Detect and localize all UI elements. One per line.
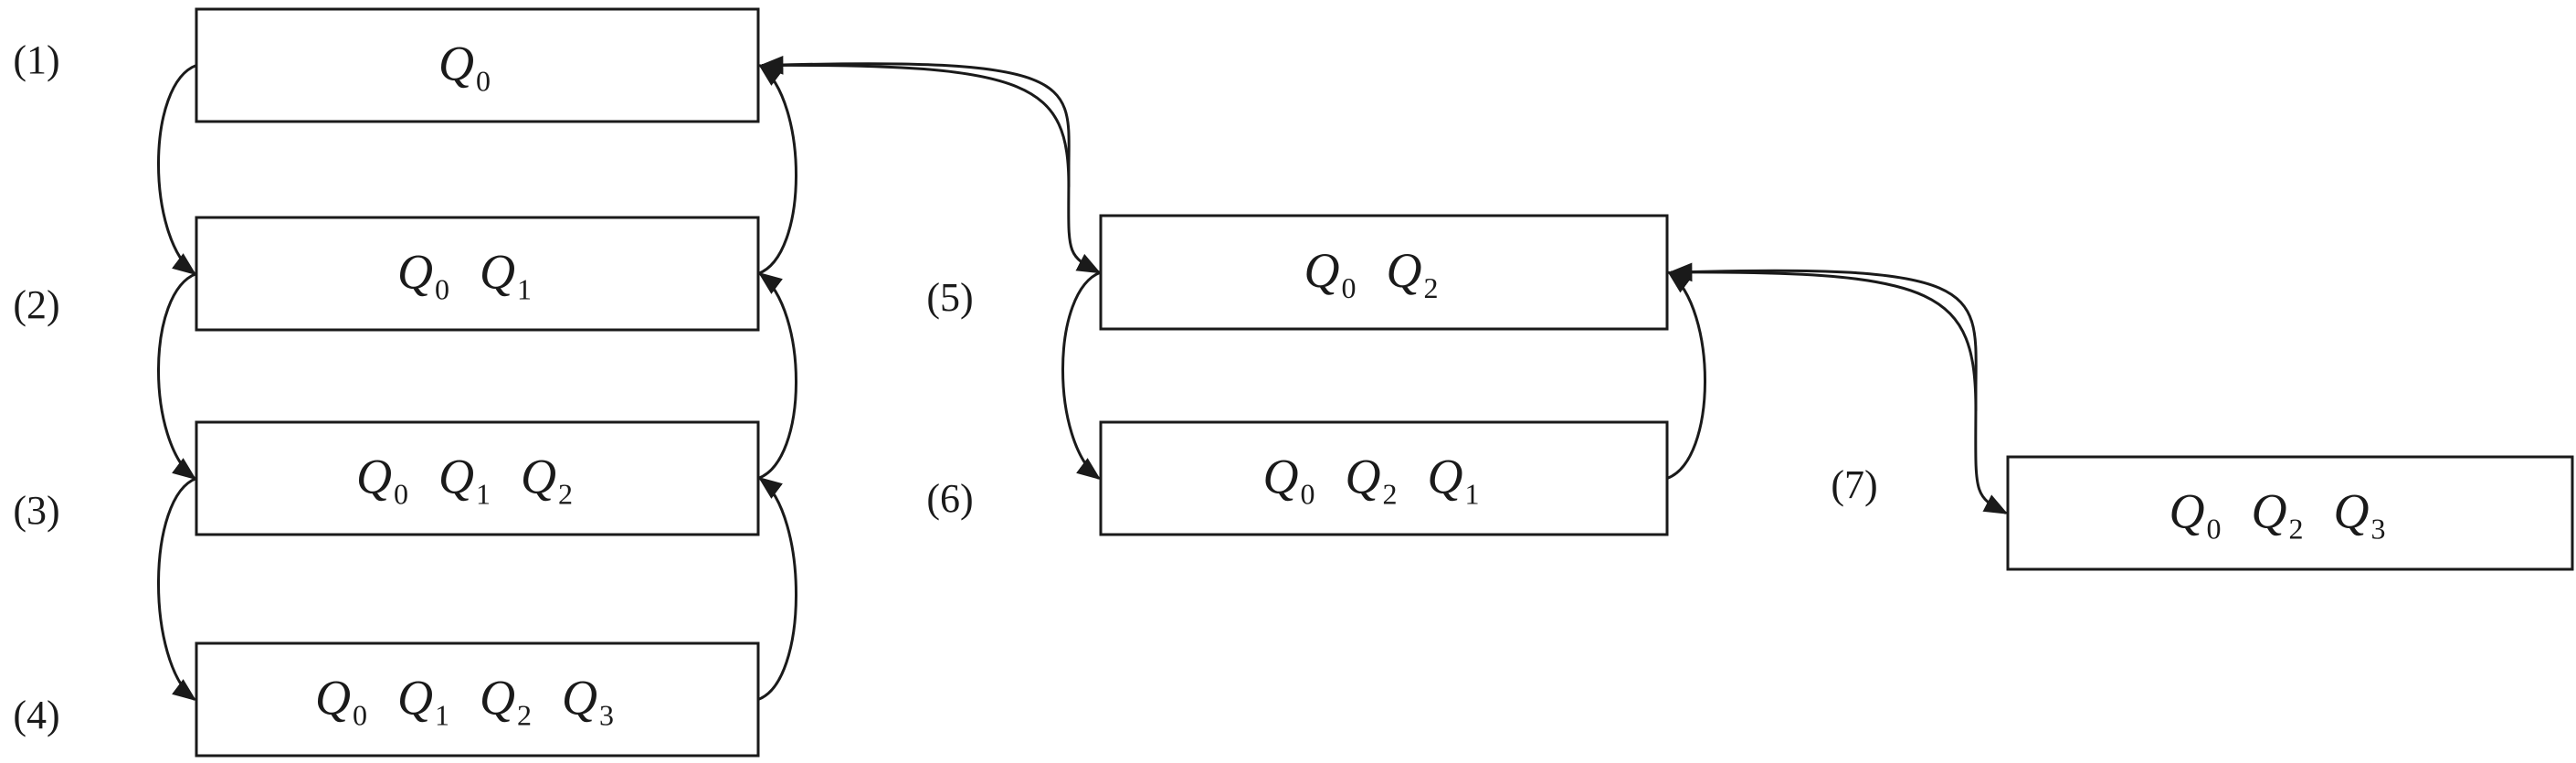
state-label-3: (3)	[13, 488, 59, 533]
state-label-4: (4)	[13, 693, 59, 737]
state-box-6	[1099, 420, 1669, 536]
edge-5-to-7	[1675, 269, 2009, 514]
queue-subscript: 2	[2289, 513, 2304, 546]
queue-item: Q0	[438, 37, 491, 98]
edge-1-to-2	[157, 64, 197, 276]
queue-item: Q1	[480, 245, 532, 306]
state-box-7	[2006, 455, 2574, 571]
queue-symbol: Q	[2252, 484, 2287, 539]
queue-subscript: 2	[1383, 478, 1398, 511]
queue-symbol: Q	[438, 450, 474, 504]
queue-symbol: Q	[521, 450, 556, 504]
queue-subscript: 1	[476, 478, 491, 511]
queue-subscript: 0	[1342, 271, 1357, 304]
queue-symbol: Q	[1346, 450, 1381, 504]
queue-subscript: 1	[435, 699, 449, 732]
queue-symbol: Q	[315, 671, 351, 726]
queue-symbol: Q	[1304, 243, 1340, 298]
edge-2-to-3	[157, 272, 197, 481]
edge-5-to-1	[759, 55, 1071, 187]
queue-subscript: 0	[476, 65, 491, 98]
queue-item: Q2	[521, 450, 573, 511]
queue-symbol: Q	[562, 671, 597, 726]
queue-symbol: Q	[2334, 484, 2370, 539]
queue-symbol: Q	[438, 37, 474, 91]
queue-item: Q3	[562, 671, 614, 732]
state-label-2: (2)	[13, 282, 59, 327]
queue-subscript: 0	[394, 478, 408, 511]
state-label-7: (7)	[1831, 462, 1877, 507]
state-node-1: (1) Q0	[13, 7, 760, 123]
queue-subscript: 0	[2207, 513, 2222, 546]
state-box-5	[1099, 214, 1669, 331]
queue-symbol: Q	[1387, 243, 1422, 298]
state-label-6: (6)	[926, 476, 973, 521]
queue-subscript: 0	[435, 273, 449, 306]
queue-item: Q3	[2334, 484, 2386, 546]
queue-subscript: 0	[1301, 478, 1315, 511]
queue-symbol: Q	[480, 671, 515, 726]
queue-symbol: Q	[356, 450, 392, 504]
queue-symbol: Q	[2170, 484, 2205, 539]
state-box-4	[195, 641, 760, 758]
state-box-2	[195, 216, 760, 332]
queue-subscript: 0	[353, 699, 367, 732]
state-box-1	[195, 7, 760, 123]
edge-5-to-6	[1061, 270, 1102, 481]
queue-item: Q0	[315, 671, 367, 732]
edge-6-to-5	[1666, 270, 1706, 480]
state-label-5: (5)	[926, 275, 973, 320]
queue-item: Q2	[480, 671, 532, 732]
queue-subscript: 2	[1424, 271, 1439, 304]
edge-3-to-4	[157, 477, 197, 702]
edges-layer	[157, 55, 2009, 702]
edge-3-to-2	[757, 271, 797, 480]
queue-subscript: 1	[517, 273, 532, 306]
state-box-3	[195, 420, 760, 536]
queue-item: Q1	[1428, 450, 1480, 511]
edge-7-to-5	[1668, 262, 1978, 411]
queue-item: Q0	[1304, 243, 1357, 304]
queue-subscript: 2	[558, 478, 573, 511]
queue-item: Q0	[356, 450, 408, 511]
queue-item: Q2	[1346, 450, 1398, 511]
queue-subscript: 2	[517, 699, 532, 732]
queue-item: Q1	[438, 450, 491, 511]
queue-item: Q2	[2252, 484, 2304, 546]
queue-item: Q0	[397, 245, 449, 306]
edge-4-to-3	[757, 476, 797, 701]
queue-item: Q1	[397, 671, 449, 732]
edge-1-to-5	[766, 62, 1102, 274]
state-label-1: (1)	[13, 37, 59, 82]
queue-symbol: Q	[397, 245, 433, 300]
queue-item: Q2	[1387, 243, 1439, 304]
queue-symbol: Q	[480, 245, 515, 300]
queue-subscript: 3	[599, 699, 614, 732]
queue-subscript: 1	[1465, 478, 1480, 511]
edge-2-to-1	[757, 63, 797, 275]
queue-symbol: Q	[397, 671, 433, 726]
queue-item: Q0	[1263, 450, 1315, 511]
queue-symbol: Q	[1428, 450, 1463, 504]
queue-item: Q0	[2170, 484, 2222, 546]
queue-subscript: 3	[2371, 513, 2386, 546]
queue-symbol: Q	[1263, 450, 1299, 504]
